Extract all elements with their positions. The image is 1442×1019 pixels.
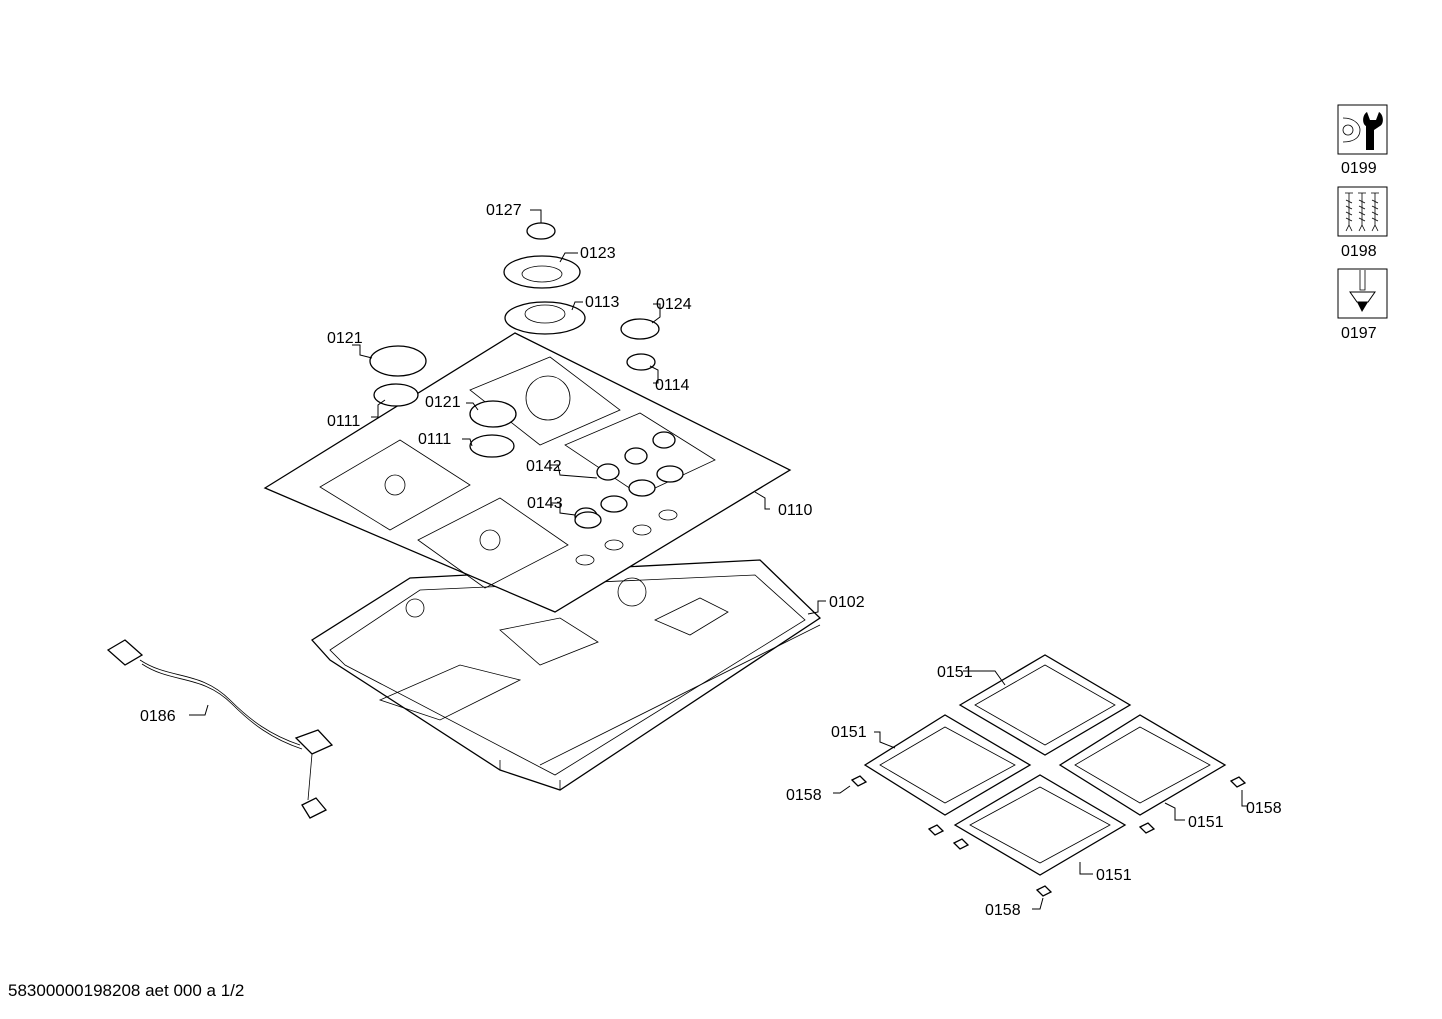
callout-0113: 0113 bbox=[585, 294, 620, 311]
screws-icon bbox=[1345, 192, 1379, 232]
callout-0151: 0151 bbox=[1188, 814, 1224, 831]
legend-code-0198: 0198 bbox=[1341, 243, 1377, 260]
screwdriver-icon bbox=[1349, 270, 1376, 312]
rubber-feet bbox=[850, 775, 1247, 897]
callout-0123: 0123 bbox=[580, 245, 616, 262]
legend-code-0199: 0199 bbox=[1341, 160, 1377, 177]
callout-0110: 0110 bbox=[778, 502, 813, 519]
callout-0151: 0151 bbox=[831, 724, 867, 741]
burner-caps-and-heads bbox=[369, 222, 660, 458]
legend-wrench: 0199 bbox=[1337, 104, 1388, 177]
pan-supports bbox=[863, 654, 1227, 876]
legend-screws: 0198 bbox=[1337, 186, 1388, 260]
callout-0158: 0158 bbox=[985, 902, 1021, 919]
callout-0121: 0121 bbox=[327, 330, 363, 347]
callout-0111: 0111 bbox=[418, 431, 451, 448]
callout-0142: 0142 bbox=[526, 458, 562, 475]
leader-lines bbox=[189, 209, 1247, 910]
callout-0102: 0102 bbox=[829, 594, 865, 611]
callout-0158: 0158 bbox=[1246, 800, 1282, 817]
callout-0111: 0111 bbox=[327, 413, 360, 430]
legend-screwdriver: 0197 bbox=[1337, 268, 1388, 342]
power-cord bbox=[106, 639, 334, 819]
callout-labels: 0127 0123 0113 0124 0114 0121 0111 0121 … bbox=[140, 202, 1282, 919]
callout-0151: 0151 bbox=[1096, 867, 1132, 884]
knob-rings bbox=[574, 465, 684, 566]
wrench-icon bbox=[1342, 112, 1383, 150]
callout-0186: 0186 bbox=[140, 708, 176, 725]
callout-0124: 0124 bbox=[656, 296, 692, 313]
callout-0121: 0121 bbox=[425, 394, 461, 411]
callout-0158: 0158 bbox=[786, 787, 822, 804]
legend-code-0197: 0197 bbox=[1341, 325, 1377, 342]
callout-0114: 0114 bbox=[655, 377, 690, 394]
callout-0143: 0143 bbox=[527, 495, 563, 512]
callout-0151: 0151 bbox=[937, 664, 973, 681]
callout-0127: 0127 bbox=[486, 202, 522, 219]
document-footer: 58300000198208 aet 000 a 1/2 bbox=[8, 981, 245, 1000]
